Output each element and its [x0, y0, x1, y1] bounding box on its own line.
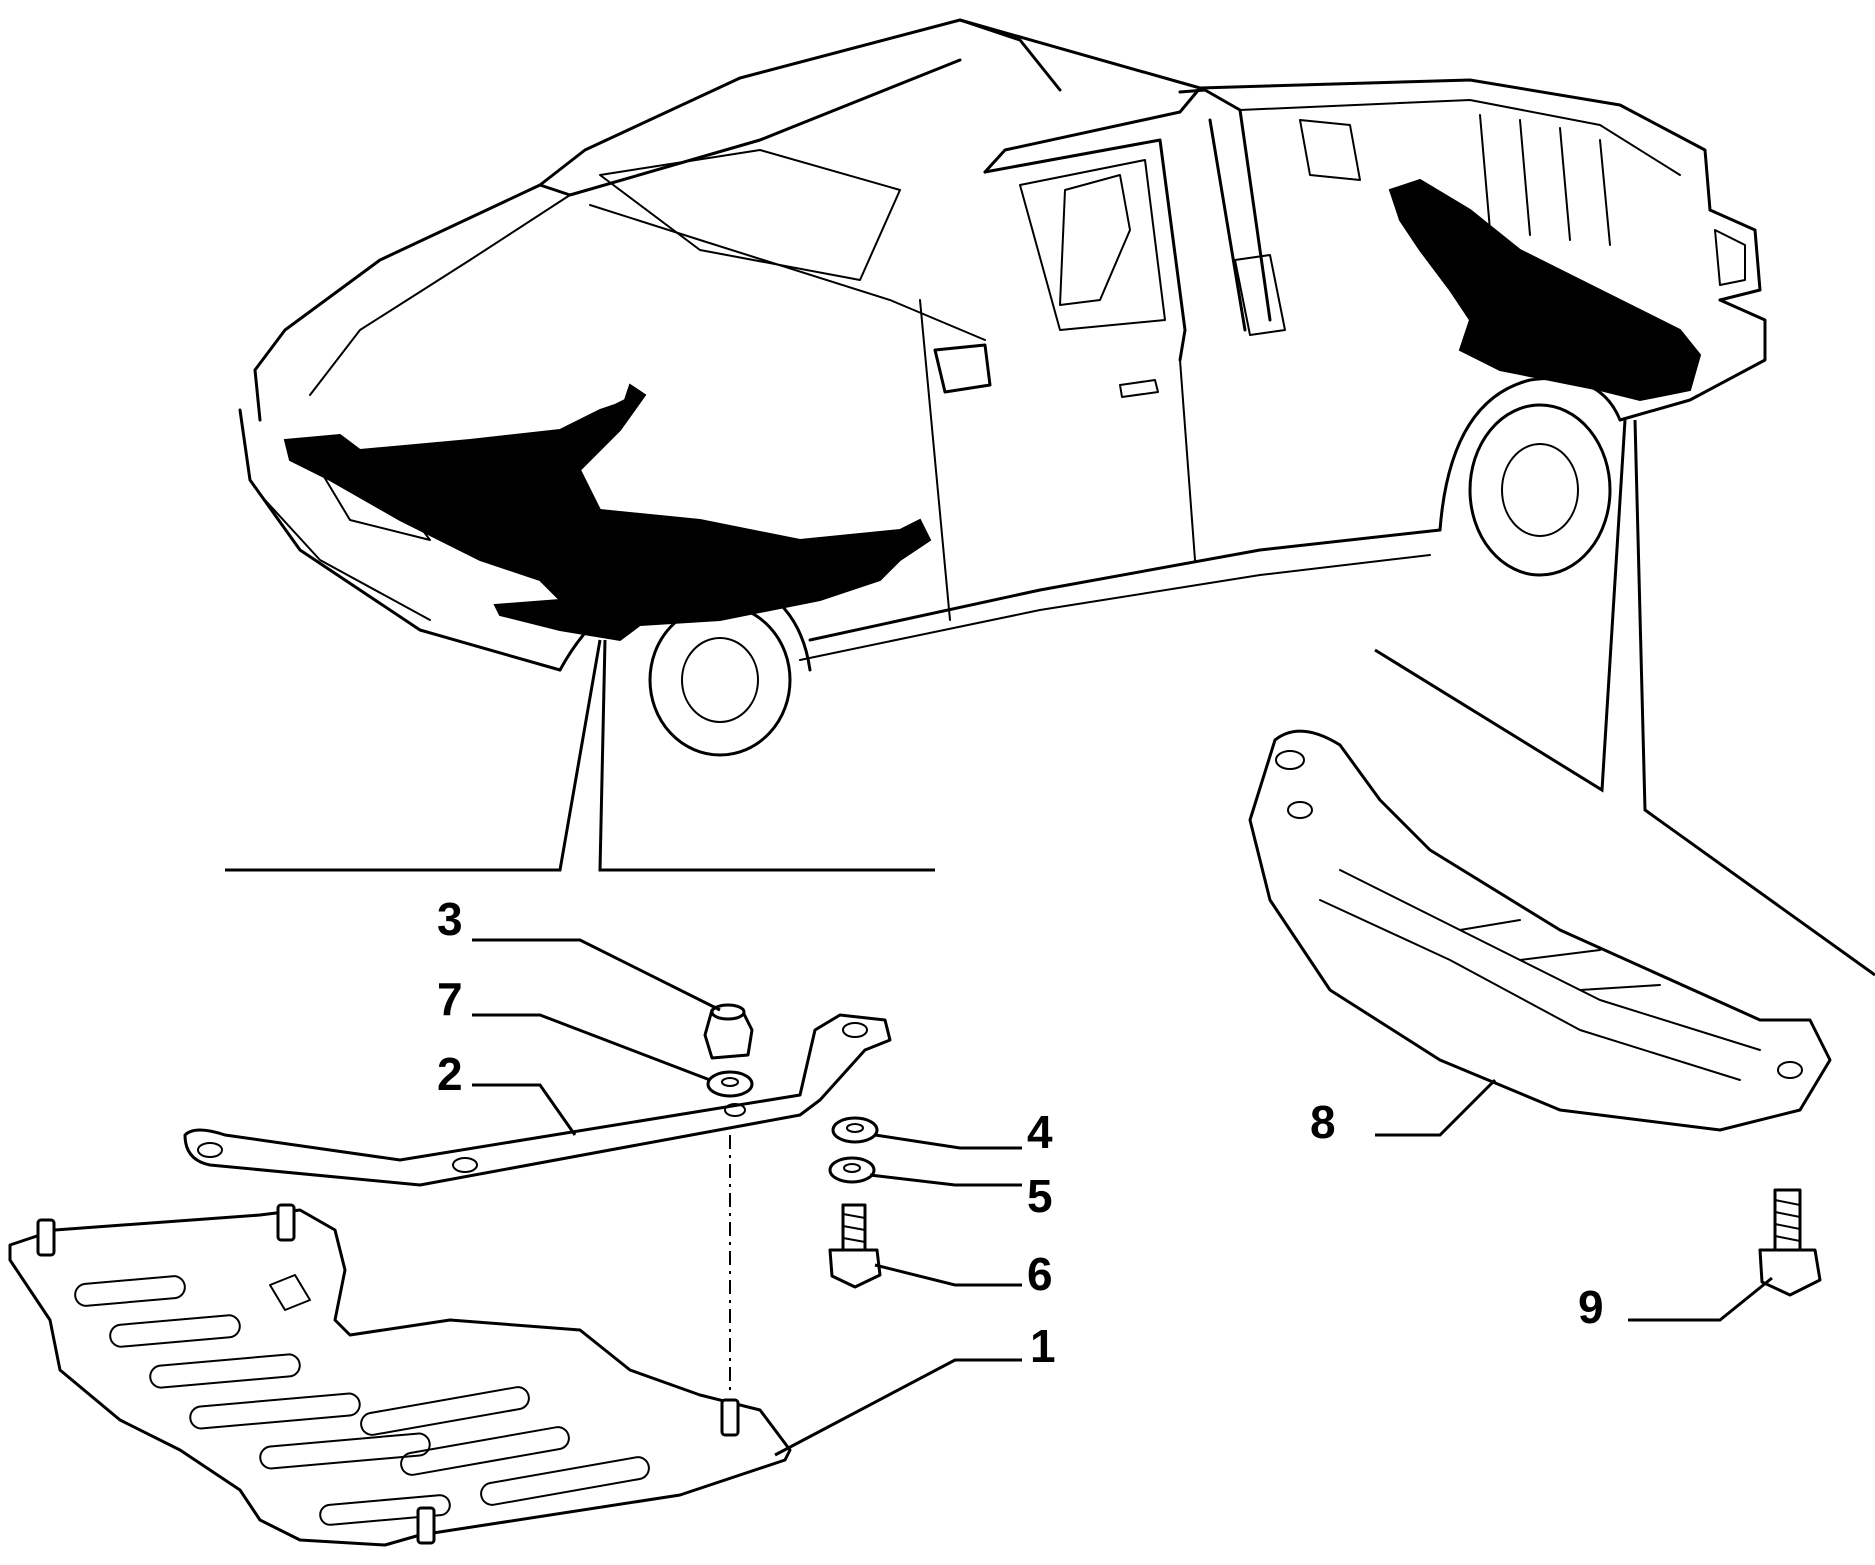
leader-2 — [472, 1083, 577, 1136]
vehicle-illustration — [238, 18, 1767, 757]
leader-4 — [874, 1133, 1022, 1150]
callout-3: 3 — [437, 893, 463, 945]
rear-underbody-guard — [1248, 729, 1832, 1132]
leader-6 — [874, 1263, 1022, 1287]
nut-part-3 — [703, 1003, 754, 1060]
callout-5: 5 — [1027, 1170, 1053, 1222]
bolt-part-6 — [828, 1203, 882, 1289]
front-leader-lines — [225, 639, 935, 872]
callout-7: 7 — [437, 973, 463, 1025]
leader-8 — [1375, 1078, 1497, 1137]
callout-6: 6 — [1027, 1248, 1053, 1300]
bolt-part-9 — [1758, 1188, 1822, 1297]
leader-7 — [472, 1013, 711, 1082]
leader-1 — [774, 1358, 1022, 1457]
leader-3 — [472, 938, 721, 1012]
callout-1: 1 — [1030, 1320, 1056, 1372]
washer-part-7 — [706, 1070, 754, 1098]
leader-9 — [1628, 1276, 1773, 1322]
washer-part-4 — [831, 1116, 879, 1144]
front-bracket-part-2 — [183, 1013, 892, 1187]
spring-washer-part-5 — [828, 1156, 876, 1184]
front-guard-highlight — [283, 383, 932, 642]
callout-8: 8 — [1310, 1096, 1336, 1148]
rear-leader-lines — [1374, 419, 1875, 977]
rear-guard-highlight — [1388, 178, 1702, 402]
callout-4: 4 — [1027, 1106, 1053, 1158]
front-skid-plate-part-1 — [8, 1203, 792, 1547]
callout-9: 9 — [1578, 1281, 1604, 1333]
leader-5 — [869, 1173, 1022, 1187]
callout-2: 2 — [437, 1048, 463, 1100]
